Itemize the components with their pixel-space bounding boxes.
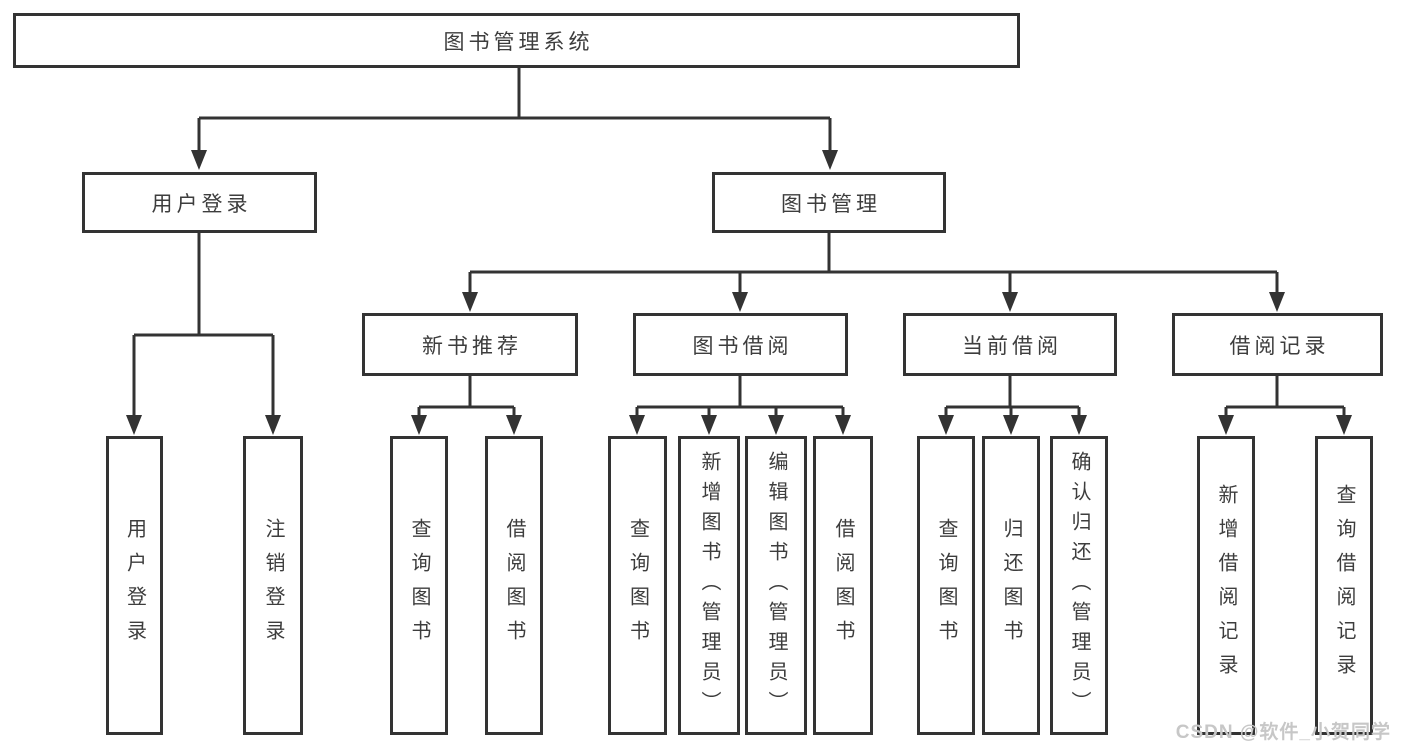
node-label: 注销登录: [262, 517, 284, 654]
node-label: 图书管理系统: [443, 30, 594, 54]
node-label: 用户登录: [123, 517, 146, 654]
connector-user-login: [132, 233, 275, 423]
node-label: 查询图书: [626, 517, 649, 654]
leaf-cb-query-books: 查询图书: [917, 436, 975, 735]
node-label: 图书借阅: [692, 334, 793, 358]
connector-new-book: [417, 376, 516, 423]
leaf-br-add-record: 新增借阅记录: [1197, 436, 1255, 735]
node-label: 查询借阅记录: [1333, 483, 1355, 688]
node-book-management: 图书管理: [712, 172, 946, 233]
leaf-bb-borrow-books: 借阅图书: [813, 436, 873, 735]
leaf-bb-add-books-admin: 新增图书（管理员）: [678, 436, 740, 735]
arrowheads: [126, 150, 1352, 435]
leaf-nb-borrow-books: 借阅图书: [485, 436, 543, 735]
leaf-br-query-record: 查询借阅记录: [1315, 436, 1373, 735]
node-label: 借阅记录: [1229, 334, 1330, 358]
node-label: 查询图书: [935, 517, 957, 654]
connector-book-management: [468, 233, 1279, 300]
node-label: 当前借阅: [962, 334, 1062, 358]
node-label: 新增借阅记录: [1215, 483, 1237, 688]
leaf-bb-edit-books-admin: 编辑图书（管理员）: [745, 436, 807, 735]
node-new-book-recommendation: 新书推荐: [362, 313, 578, 376]
connector-borrow-records: [1224, 376, 1346, 423]
node-label: 图书管理: [781, 192, 881, 216]
node-user-login: 用户登录: [82, 172, 317, 233]
leaf-nb-query-books: 查询图书: [390, 436, 448, 735]
node-borrowing-records: 借阅记录: [1172, 313, 1383, 376]
node-label: 新书推荐: [422, 334, 522, 358]
node-label: 借阅图书: [503, 517, 525, 654]
node-label: 借阅图书: [832, 517, 854, 654]
leaf-cb-return-books: 归还图书: [982, 436, 1040, 735]
node-label: 归还图书: [1000, 517, 1022, 654]
connector-book-borrow: [635, 376, 845, 423]
node-label: 编辑图书（管理员）: [765, 450, 787, 721]
leaf-cb-confirm-return-admin: 确认归还（管理员）: [1050, 436, 1108, 735]
watermark: CSDN @软件_小贺同学: [1175, 722, 1391, 743]
connector-root: [197, 68, 832, 158]
node-library-system: 图书管理系统: [13, 13, 1020, 68]
leaf-logout: 注销登录: [243, 436, 303, 735]
leaf-user-login: 用户登录: [106, 436, 163, 735]
node-label: 用户登录: [151, 192, 252, 216]
node-label: 确认归还（管理员）: [1068, 450, 1090, 721]
leaf-bb-query-books: 查询图书: [608, 436, 667, 735]
node-label: 查询图书: [408, 517, 430, 654]
node-book-borrowing: 图书借阅: [633, 313, 848, 376]
node-label: 新增图书（管理员）: [698, 450, 720, 721]
node-current-borrowing: 当前借阅: [903, 313, 1117, 376]
